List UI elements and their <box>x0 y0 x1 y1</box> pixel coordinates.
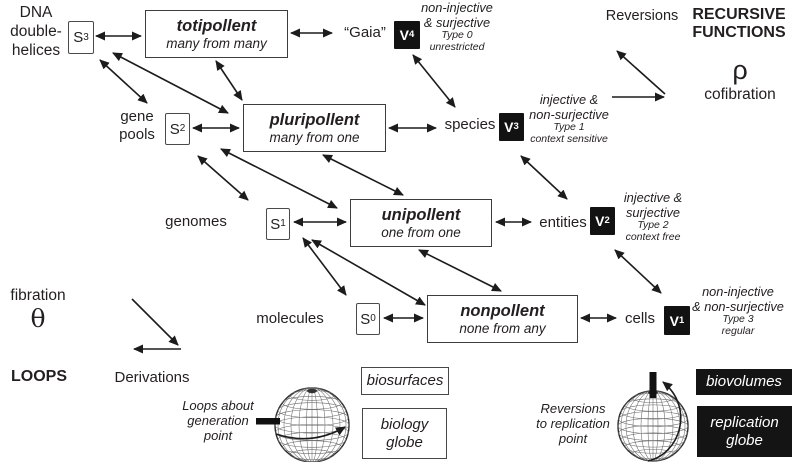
function-type1-block: injective & non-surjective Type 1 contex… <box>529 92 609 145</box>
label-reversions: Reversions <box>605 8 679 24</box>
label-cells: cells <box>624 310 655 327</box>
theta-symbol: θ <box>30 304 46 333</box>
reversion-arrow <box>647 381 682 462</box>
rho-symbol: ρ <box>732 55 748 85</box>
biology-globe-box: biology globe <box>362 408 447 459</box>
nonpollent-box: nonpollent none from any <box>427 295 578 343</box>
horizontal-double-arrows <box>95 28 617 323</box>
generation-axis-bar <box>256 418 280 425</box>
generation-point-pole <box>307 388 317 394</box>
function-type2-block: injective & surjective Type 2 context fr… <box>623 190 683 243</box>
biosurfaces-box: biosurfaces <box>361 367 449 395</box>
loop-arrow <box>275 426 346 440</box>
label-gaia: “Gaia” <box>344 24 386 41</box>
unipollent-box: unipollent one from one <box>350 199 492 247</box>
label-species: species <box>444 116 496 133</box>
label-genomes: genomes <box>165 213 227 230</box>
pluripollent-box: pluripollent many from one <box>243 104 386 152</box>
label-cofibration: cofibration <box>704 86 776 103</box>
corner-arrows <box>131 50 666 354</box>
replication-axis-bar <box>649 372 657 398</box>
label-entities: entities <box>539 214 587 231</box>
totipollent-box: totipollent many from many <box>145 10 288 58</box>
label-gene-pools: gene pools <box>119 108 155 143</box>
replication-globe-figure <box>617 372 689 462</box>
label-fibration: fibration θ <box>2 287 74 332</box>
heading-loops: LOOPS <box>10 368 67 385</box>
caption-loops-about-generation-point: Loops about generation point <box>182 398 254 443</box>
function-type0-block: non-injective & surjective Type 0 unrest… <box>421 0 493 53</box>
diagonal-double-arrows <box>99 52 662 306</box>
label-molecules: molecules <box>256 310 324 327</box>
label-derivations: Derivations <box>114 369 190 386</box>
heading-recursive-functions: RECURSIVE FUNCTIONS <box>692 6 786 41</box>
replication-globe-box: replication globe <box>697 406 792 457</box>
biology-globe-figure <box>256 387 350 462</box>
biovolumes-box: biovolumes <box>696 369 792 395</box>
label-dna-double-helices: DNA double- helices <box>10 4 62 59</box>
function-type3-block: non-injective & non-surjective Type 3 re… <box>692 284 784 337</box>
caption-reversions-to-replication-point: Reversions to replication point <box>536 401 610 446</box>
